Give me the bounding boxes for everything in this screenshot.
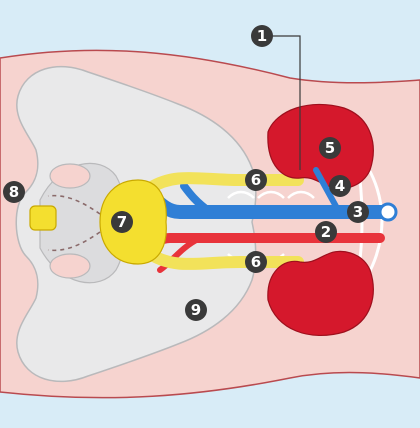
urethra-tube xyxy=(30,206,56,230)
marker-7-label: 7 xyxy=(117,213,127,231)
vena-cava-end xyxy=(380,204,396,220)
marker-1: 1 xyxy=(251,25,273,47)
marker-3-label: 3 xyxy=(353,203,363,221)
marker-7: 7 xyxy=(111,211,133,233)
marker-8-label: 8 xyxy=(9,183,19,201)
marker-9-label: 9 xyxy=(191,301,201,319)
marker-6-bottom: 6 xyxy=(245,251,267,273)
marker-5-label: 5 xyxy=(325,139,335,157)
marker-6-top-label: 6 xyxy=(251,171,261,189)
kidney-bottom xyxy=(268,251,373,335)
marker-9: 9 xyxy=(185,299,207,321)
marker-1-label: 1 xyxy=(257,27,267,45)
marker-2-label: 2 xyxy=(321,223,331,241)
marker-6-bottom-label: 6 xyxy=(251,253,261,271)
marker-2: 2 xyxy=(315,221,337,243)
marker-3: 3 xyxy=(347,201,369,223)
marker-4-label: 4 xyxy=(335,177,345,195)
obturator-foramen-top xyxy=(50,164,90,188)
marker-5: 5 xyxy=(319,137,341,159)
marker-6-top: 6 xyxy=(245,169,267,191)
bladder xyxy=(100,180,166,264)
marker-8: 8 xyxy=(3,181,25,203)
obturator-foramen-bottom xyxy=(50,254,90,278)
marker-4: 4 xyxy=(329,175,351,197)
